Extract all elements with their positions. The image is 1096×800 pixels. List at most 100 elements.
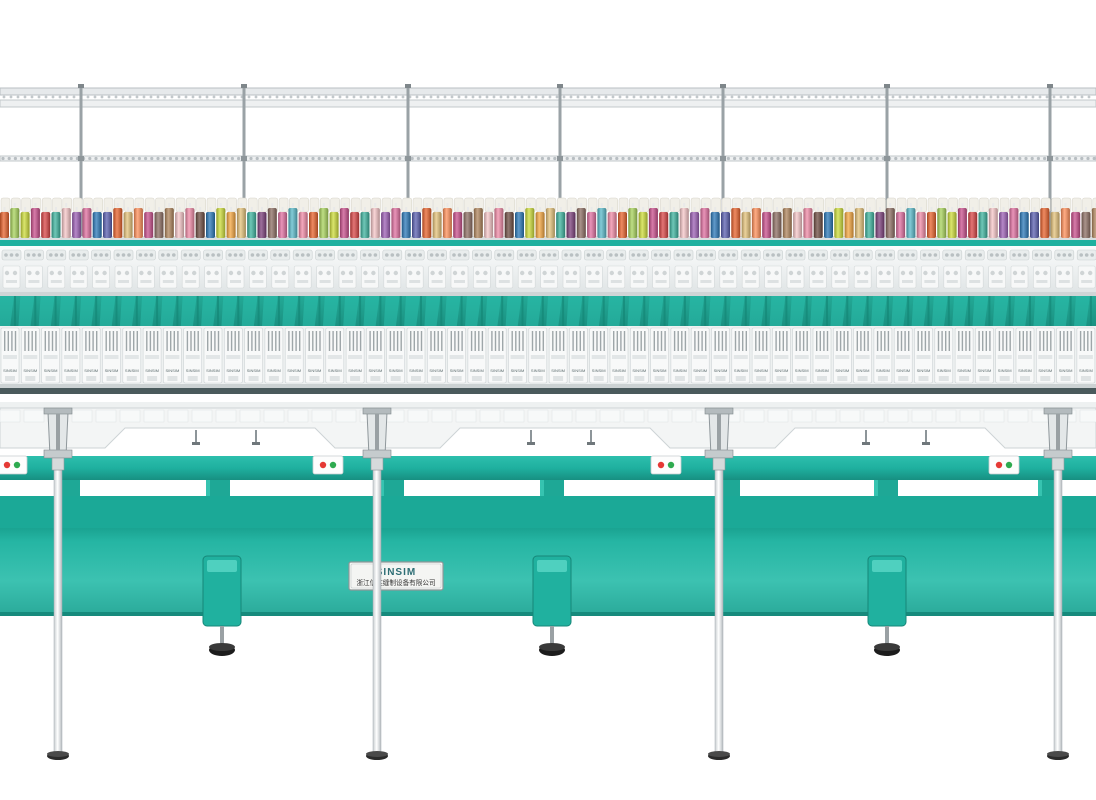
thread-guide (894, 156, 898, 161)
thread-guide (925, 156, 929, 161)
thread-spools (0, 197, 1096, 238)
head-badge: SINSIM (835, 368, 849, 373)
thread-guide (993, 156, 997, 161)
head-badge: SINSIM (998, 368, 1012, 373)
head-badge: SINSIM (754, 368, 768, 373)
thread-guide (1086, 156, 1090, 161)
thread-tension-unit (1055, 265, 1074, 289)
support-pole (714, 469, 724, 753)
head-badge: SINSIM (125, 368, 139, 373)
thread-guide (1074, 156, 1078, 161)
head-badge: SINSIM (64, 368, 78, 373)
head-badge: SINSIM (186, 368, 200, 373)
thread-tension-unit (137, 265, 155, 289)
thread-guide (416, 156, 420, 161)
head-badge: SINSIM (734, 368, 748, 373)
thread-guide (249, 156, 253, 161)
thread-tension-unit (316, 265, 334, 289)
thread-guide (968, 156, 972, 161)
head-badge: SINSIM (247, 368, 261, 373)
thread-guide (714, 156, 718, 161)
thread-guide (522, 156, 526, 161)
thread-guide (168, 156, 172, 161)
thread-guide (1012, 156, 1016, 161)
thread-guide (181, 156, 185, 161)
head-badge: SINSIM (937, 368, 951, 373)
thread-guide (131, 156, 135, 161)
thread-tension-unit (517, 265, 536, 289)
thread-guide (844, 156, 848, 161)
head-badge: SINSIM (693, 368, 707, 373)
thread-guide (466, 156, 470, 161)
thread-tension-unit (114, 265, 133, 289)
thread-tension-unit (629, 265, 648, 289)
thread-guide (850, 156, 855, 161)
thread-guide (658, 156, 662, 161)
frame-clamp (195, 430, 197, 444)
frame-clamp (255, 430, 257, 444)
spare-cone (247, 197, 258, 213)
thread-guide (441, 156, 445, 161)
head-badge: SINSIM (166, 368, 180, 373)
indicator-box (312, 455, 344, 475)
thread-tension-unit (562, 265, 581, 289)
thread-guide (782, 156, 786, 161)
thread-tension-unit (1033, 265, 1051, 289)
thread-guide (819, 156, 824, 161)
thread-guide (1030, 156, 1034, 161)
thread-guide (255, 156, 259, 161)
thread-guide (1055, 156, 1059, 161)
thread-tension-unit (540, 265, 558, 289)
thread-guide (540, 156, 545, 161)
thread-rack (0, 84, 1096, 242)
thread-tension-unit (943, 265, 962, 289)
head-badge: SINSIM (369, 368, 383, 373)
thread-guide (472, 156, 476, 161)
thread-guide (274, 156, 278, 161)
thread-guide (553, 156, 557, 161)
thread-guide (150, 156, 154, 161)
support-pole (372, 469, 382, 753)
thread-guide (323, 156, 327, 161)
thread-guide (237, 156, 241, 161)
thread-tension-unit (1077, 265, 1096, 289)
thread-guide (640, 156, 644, 161)
thread-guide (299, 156, 303, 161)
head-badge: SINSIM (714, 368, 728, 373)
thread-guide (981, 156, 985, 161)
head-badge: SINSIM (23, 368, 37, 373)
leveling-foot (220, 626, 224, 644)
thread-guide (311, 156, 315, 161)
head-badge: SINSIM (450, 368, 464, 373)
head-badge: SINSIM (145, 368, 159, 373)
thread-tension-unit (697, 265, 715, 289)
thread-tension-unit (226, 265, 245, 289)
frame-clamp (925, 430, 927, 444)
thread-guide (900, 156, 904, 161)
rack-top-rail (0, 87, 1096, 96)
head-badge: SINSIM (876, 368, 890, 373)
thread-guide (609, 156, 613, 161)
head-badge: SINSIM (815, 368, 829, 373)
thread-tension-unit (383, 265, 402, 289)
thread-guide (342, 156, 346, 161)
needle-heads: SINSIM SINSIM SINSIM SINSIM SINSIM SINSIM SINS… (0, 326, 1096, 394)
thread-guide (739, 156, 743, 161)
thread-tension-unit (204, 265, 222, 289)
head-badge: SINSIM (1059, 368, 1073, 373)
thread-guide (38, 156, 42, 161)
thread-guide (987, 156, 991, 161)
thread-guide (950, 156, 954, 161)
head-badge: SINSIM (105, 368, 119, 373)
thread-guide (367, 156, 371, 161)
thread-guide (212, 156, 216, 161)
thread-guide (32, 156, 36, 161)
thread-guide (330, 156, 334, 161)
thread-tension-unit (674, 265, 693, 289)
frame-zone (0, 402, 1096, 449)
thread-guide (119, 156, 123, 161)
thread-guide (286, 156, 290, 161)
thread-guide (187, 156, 191, 161)
head-badge: SINSIM (3, 368, 17, 373)
thread-guide (491, 156, 495, 161)
